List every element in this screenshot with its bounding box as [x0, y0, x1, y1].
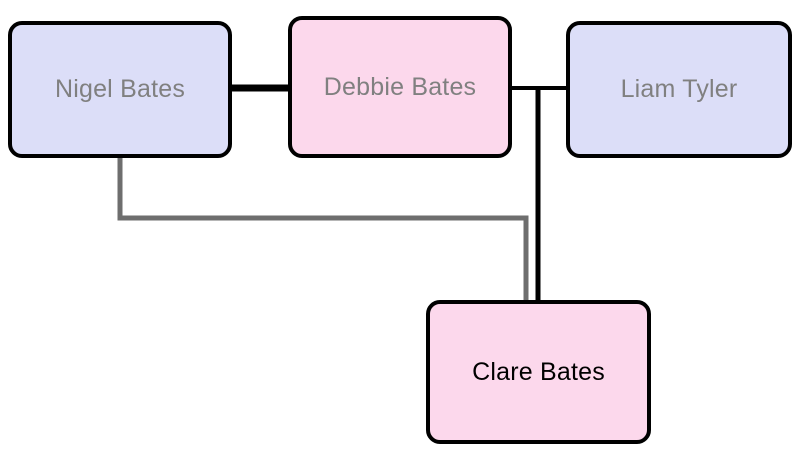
- node-label-debbie-bates: Debbie Bates: [323, 72, 477, 101]
- node-label-nigel-bates: Nigel Bates: [54, 75, 186, 104]
- edge-nigel-to-clare: [117, 158, 529, 302]
- node-liam-tyler[interactable]: Liam Tyler: [566, 21, 792, 158]
- node-label-liam-tyler: Liam Tyler: [620, 75, 738, 104]
- edges-group: [117, 84, 568, 302]
- node-nigel-bates[interactable]: Nigel Bates: [8, 21, 232, 158]
- node-label-clare-bates: Clare Bates: [472, 357, 605, 386]
- node-debbie-bates[interactable]: Debbie Bates: [288, 16, 512, 158]
- node-clare-bates[interactable]: Clare Bates: [426, 300, 651, 444]
